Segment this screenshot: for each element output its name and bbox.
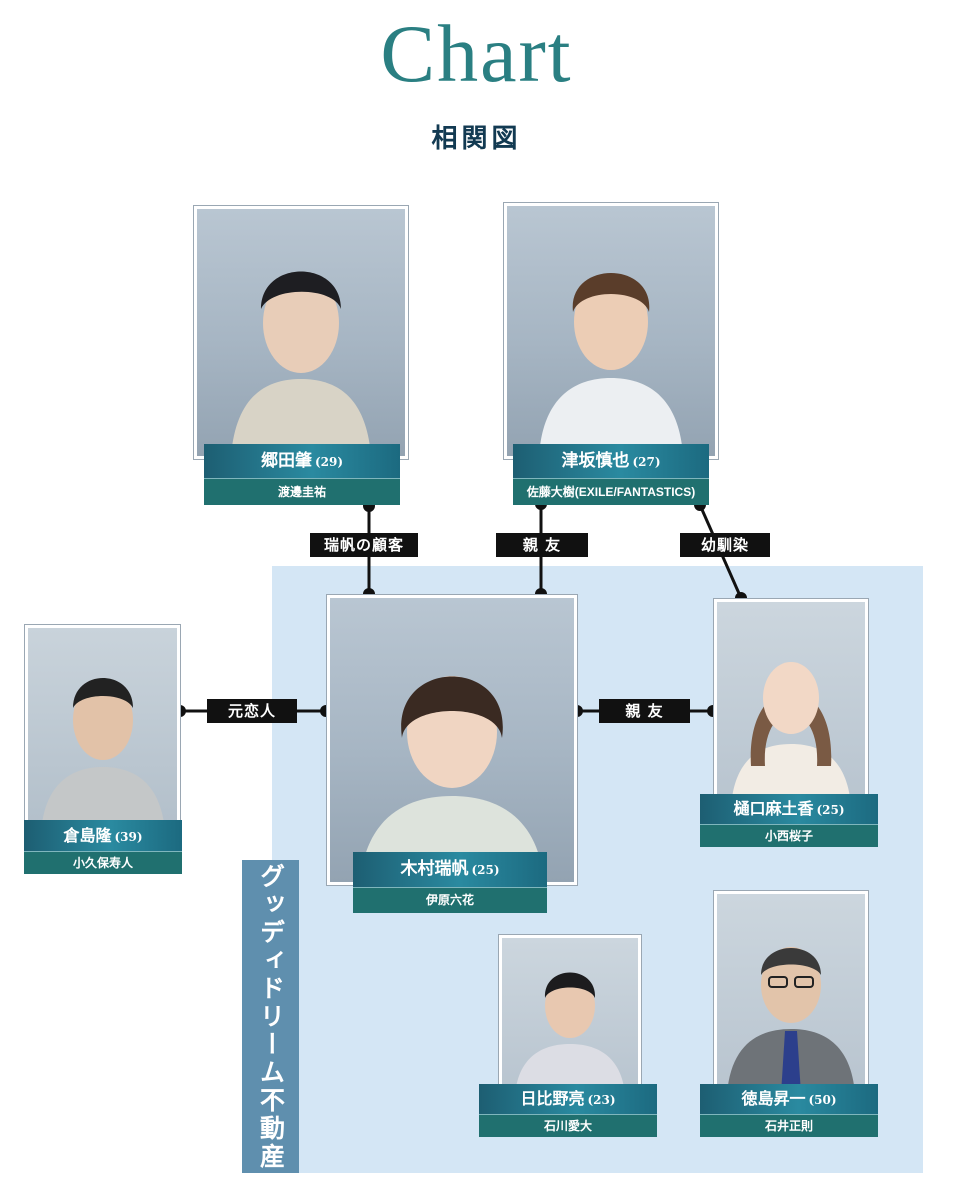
nameplate-kimura: 木村瑞帆(25) 伊原六花	[353, 852, 547, 913]
age-tokushima: (50)	[808, 1093, 837, 1107]
portrait-hibino	[498, 934, 642, 1098]
relation-label-best-friend-2: 親 友	[599, 699, 690, 723]
portrait-goda	[193, 205, 409, 460]
age-tsusaka: (27)	[632, 455, 661, 469]
company-label: グッディドリーム不動産	[242, 860, 299, 1173]
portrait-higuchi	[713, 598, 869, 810]
nameplate-tokushima: 徳島昇一(50) 石井正則	[700, 1084, 878, 1137]
name-kimura-row: 木村瑞帆(25)	[353, 852, 547, 887]
chart-subtitle: 相関図	[431, 124, 522, 154]
name-tokushima-row: 徳島昇一(50)	[700, 1084, 878, 1114]
age-hibino: (23)	[587, 1093, 616, 1107]
name-goda: 郷田肇	[260, 451, 312, 471]
name-kurashima-row: 倉島隆(39)	[24, 820, 182, 851]
person-goda-icon	[231, 271, 371, 456]
portrait-kurashima	[24, 624, 181, 836]
relation-label-client: 瑞帆の顧客	[310, 533, 418, 557]
actor-tsusaka: 佐藤大樹(EXILE/FANTASTICS)	[513, 478, 709, 505]
person-tsusaka-icon	[539, 273, 683, 456]
chart-title: Chart	[380, 8, 573, 99]
name-goda-row: 郷田肇(29)	[204, 444, 400, 478]
age-kurashima: (39)	[114, 830, 143, 844]
name-hibino: 日比野亮	[520, 1089, 585, 1108]
nameplate-tsusaka: 津坂慎也(27) 佐藤大樹(EXILE/FANTASTICS)	[513, 444, 709, 505]
nameplate-hibino: 日比野亮(23) 石川愛大	[479, 1084, 657, 1137]
person-kimura-icon	[360, 676, 544, 882]
name-tsusaka-row: 津坂慎也(27)	[513, 444, 709, 478]
age-higuchi: (25)	[816, 803, 845, 817]
person-hibino-icon	[515, 972, 625, 1094]
person-kurashima-icon	[40, 678, 165, 832]
company-label-text: グッディドリーム不動産	[256, 862, 286, 1171]
nameplate-higuchi: 樋口麻土香(25) 小西桜子	[700, 794, 878, 847]
name-higuchi: 樋口麻土香	[733, 799, 814, 818]
nameplate-goda: 郷田肇(29) 渡邊圭祐	[204, 444, 400, 505]
relation-label-ex: 元恋人	[207, 699, 297, 723]
name-hibino-row: 日比野亮(23)	[479, 1084, 657, 1114]
portrait-tsusaka	[503, 202, 719, 460]
actor-goda: 渡邊圭祐	[204, 478, 400, 505]
person-higuchi-icon	[731, 662, 851, 806]
actor-kimura: 伊原六花	[353, 887, 547, 913]
portrait-tokushima	[713, 890, 869, 1098]
name-tsusaka: 津坂慎也	[561, 451, 630, 471]
person-tokushima-icon	[727, 947, 855, 1094]
name-kimura: 木村瑞帆	[400, 859, 469, 879]
actor-hibino: 石川愛大	[479, 1114, 657, 1137]
relation-label-childhood: 幼馴染	[680, 533, 770, 557]
actor-kurashima: 小久保寿人	[24, 851, 182, 874]
portrait-kimura	[326, 594, 578, 886]
actor-higuchi: 小西桜子	[700, 824, 878, 847]
name-kurashima: 倉島隆	[63, 826, 112, 845]
age-kimura: (25)	[471, 863, 500, 877]
relation-label-best-friend: 親 友	[496, 533, 588, 557]
name-tokushima: 徳島昇一	[741, 1089, 806, 1108]
age-goda: (29)	[314, 455, 344, 469]
actor-tokushima: 石井正則	[700, 1114, 878, 1137]
name-higuchi-row: 樋口麻土香(25)	[700, 794, 878, 824]
nameplate-kurashima: 倉島隆(39) 小久保寿人	[24, 820, 182, 874]
